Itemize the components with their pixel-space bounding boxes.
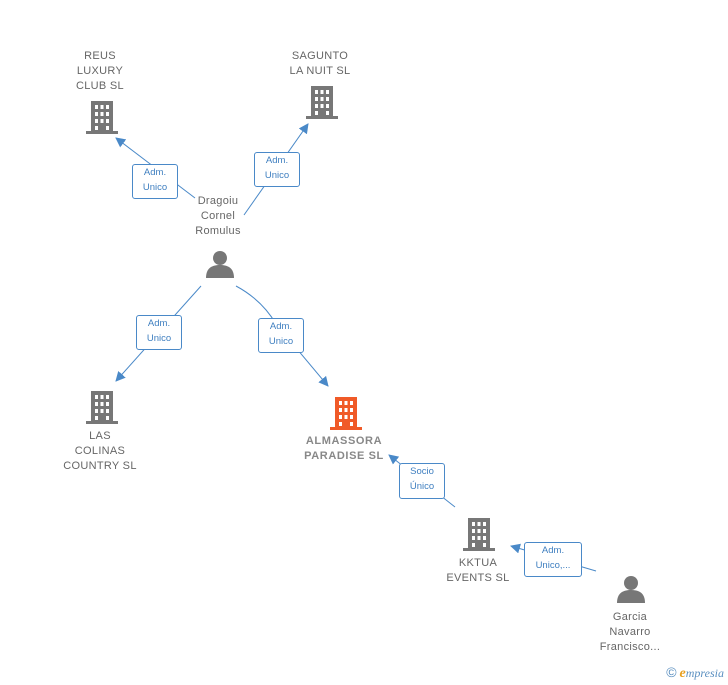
badge-line: Unico (146, 333, 172, 344)
label-line: LAS (89, 430, 111, 442)
person-icon[interactable] (206, 251, 234, 278)
edge-badge-sagunto[interactable]: Adm. Unico (254, 152, 300, 187)
edge-badge-almassora[interactable]: Adm. Unico (258, 318, 304, 353)
label-line: Romulus (195, 225, 241, 237)
label-line: Garcia (612, 611, 648, 623)
badge-line: Unico (268, 336, 294, 347)
node-label-almassora[interactable]: ALMASSORA PARADISE SL (286, 434, 402, 464)
node-label-dragoiu[interactable]: Dragoiu Cornel Romulus (170, 194, 266, 239)
node-label-kktua[interactable]: KKTUA EVENTS SL (428, 556, 528, 586)
building-icon[interactable] (86, 101, 118, 134)
label-line: COLINAS (74, 445, 126, 457)
badge-line: Adm. (143, 167, 167, 178)
edge-badge-reus[interactable]: Adm. Unico (132, 164, 178, 199)
label-line: Francisco... (599, 641, 661, 653)
badge-line: Adm. (269, 321, 293, 332)
node-label-colinas[interactable]: LAS COLINAS COUNTRY SL (50, 429, 150, 474)
building-icon[interactable] (86, 391, 118, 424)
edge-badge-garcia-kktua[interactable]: Adm. Unico,... (524, 542, 582, 577)
badge-line: Unico (142, 182, 168, 193)
label-line: SAGUNTO (291, 50, 349, 62)
label-line: LUXURY (76, 65, 124, 77)
node-label-garcia[interactable]: Garcia Navarro Francisco... (580, 610, 680, 655)
label-line: PARADISE SL (304, 450, 384, 462)
building-icon[interactable] (330, 397, 362, 430)
badge-line: Unico,... (535, 560, 571, 571)
label-line: LA NUIT SL (289, 65, 351, 77)
label-line: Cornel (200, 210, 236, 222)
person-icon[interactable] (617, 576, 645, 603)
edge-badge-colinas[interactable]: Adm. Unico (136, 315, 182, 350)
copyright-symbol: © (666, 664, 677, 680)
label-line: Navarro (609, 626, 651, 638)
label-line: REUS (84, 50, 116, 62)
badge-line: Adm. (265, 155, 289, 166)
badge-line: Unico (264, 170, 290, 181)
building-icon[interactable] (306, 86, 338, 119)
badge-line: Adm. (147, 318, 171, 329)
building-icon[interactable] (463, 518, 495, 551)
badge-line: Socio (410, 466, 434, 477)
label-line: KKTUA (458, 557, 498, 569)
badge-line: Adm. (541, 545, 565, 556)
label-line: Dragoiu (197, 195, 239, 207)
edge-badge-kktua-almassora[interactable]: Socio Único (399, 463, 445, 499)
label-line: COUNTRY SL (63, 460, 137, 472)
label-line: CLUB SL (76, 80, 124, 92)
brand-initial: e (679, 666, 686, 681)
node-label-reus[interactable]: REUS LUXURY CLUB SL (50, 49, 150, 94)
label-line: ALMASSORA (305, 435, 383, 447)
node-label-sagunto[interactable]: SAGUNTO LA NUIT SL (270, 49, 370, 79)
label-line: EVENTS SL (446, 572, 510, 584)
brand-name: mpresia (685, 666, 724, 680)
badge-line: Único (409, 481, 435, 492)
empresia-watermark: ©empresia (666, 664, 724, 682)
